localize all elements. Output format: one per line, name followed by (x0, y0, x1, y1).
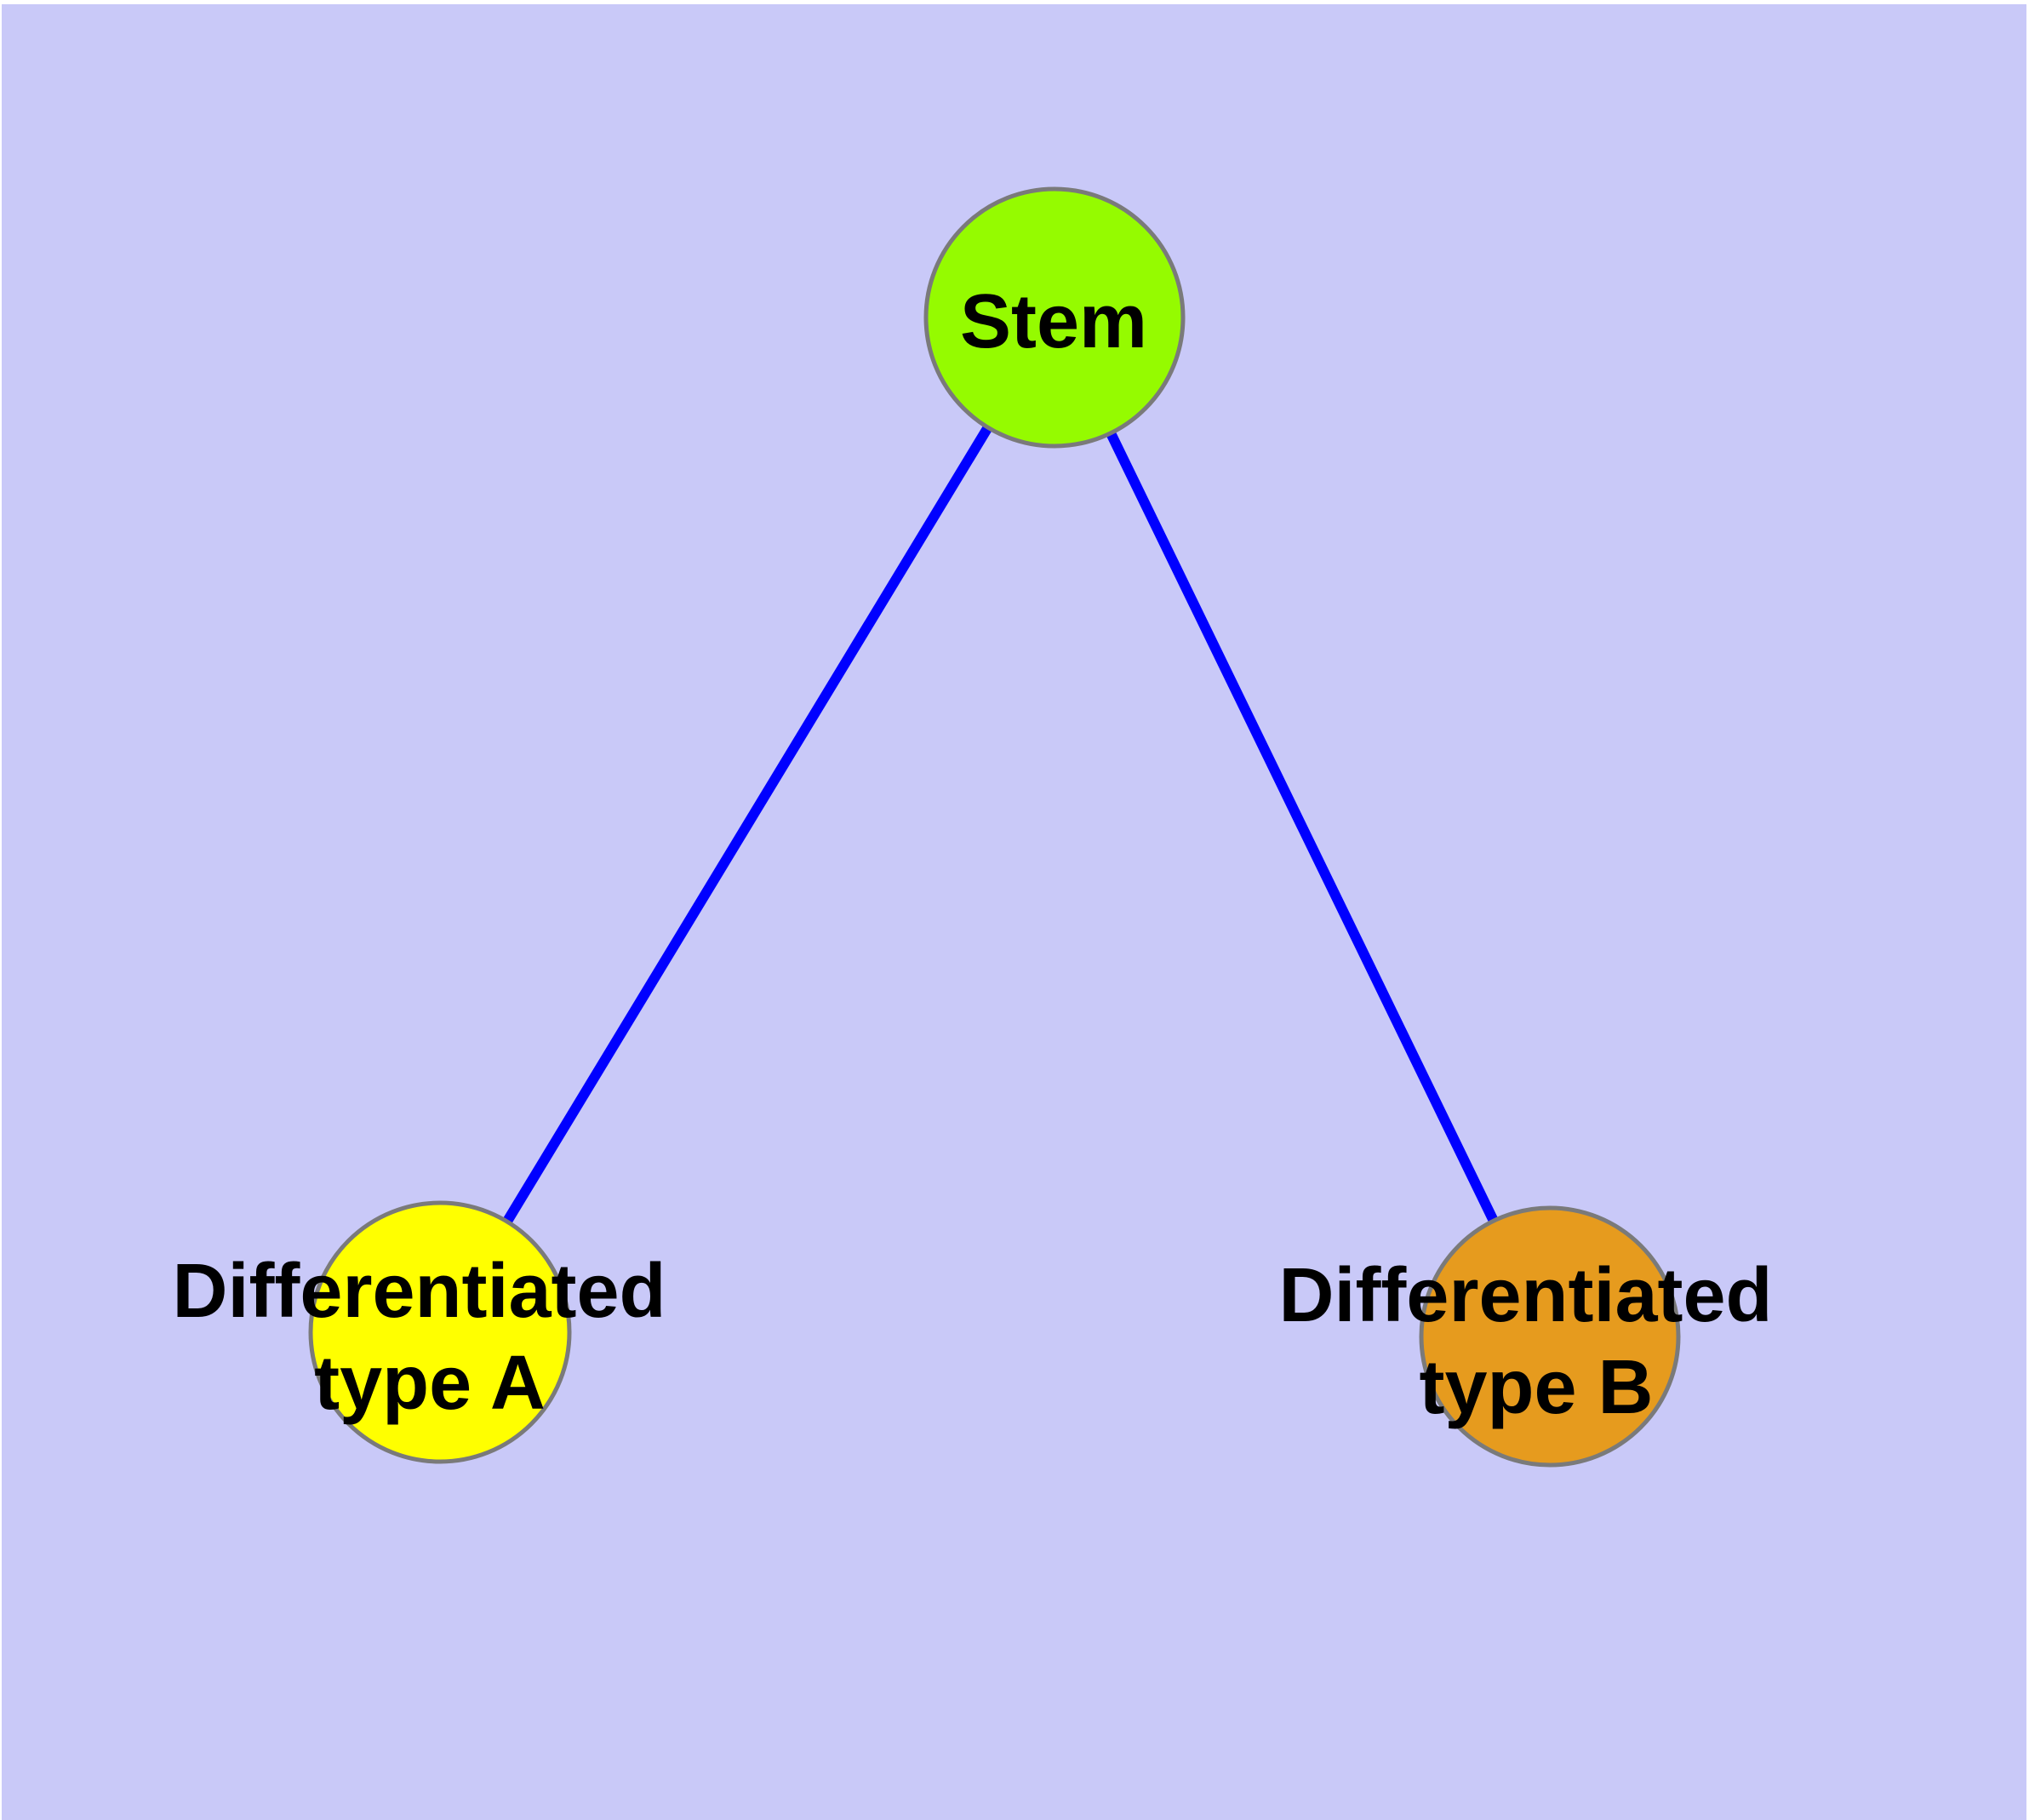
node-type-a-label-line2: type A (314, 1341, 546, 1426)
node-stem (923, 186, 1186, 449)
node-differentiated-type-b (1419, 1205, 1681, 1468)
node-stem-label: Stem (960, 279, 1147, 364)
node-type-b-label-line2: type B (1419, 1345, 1653, 1430)
edge-stem-to-type-b (1049, 315, 1555, 1339)
edge-stem-to-type-a (435, 314, 1060, 1336)
node-type-a-label-line1: Differentiated (172, 1249, 666, 1334)
node-type-b-label-line1: Differentiated (1278, 1253, 1772, 1338)
node-type-a-label: Differentiated type A (172, 1249, 687, 1426)
node-differentiated-type-a (308, 1200, 572, 1464)
node-type-b-label: Differentiated type B (1278, 1253, 1793, 1430)
